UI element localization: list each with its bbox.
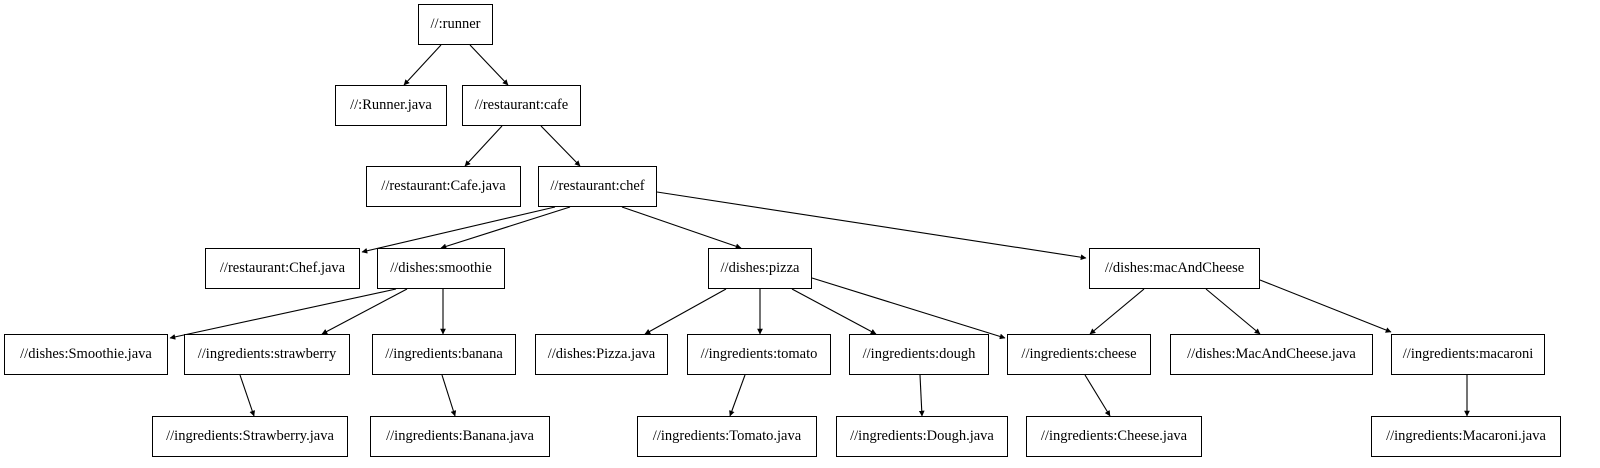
graph-node-dishes_pizza[interactable]: //dishes:pizza bbox=[708, 248, 812, 289]
graph-node-label: //restaurant:Cafe.java bbox=[381, 178, 506, 195]
graph-node-macaroni_java[interactable]: //ingredients:Macaroni.java bbox=[1371, 416, 1561, 457]
graph-edge-restaurant_chef-to-dishes_pizza bbox=[621, 206, 742, 249]
graph-edge-dishes_pizza-to-ing_cheese bbox=[811, 277, 1006, 340]
graph-edge-runner-to-restaurant_cafe bbox=[469, 44, 509, 86]
graph-node-label: //ingredients:banana bbox=[385, 346, 503, 363]
graph-node-label: //ingredients:Strawberry.java bbox=[166, 428, 334, 445]
graph-edge-ing_cheese-to-cheese_java bbox=[1084, 374, 1111, 417]
graph-node-dough_java[interactable]: //ingredients:Dough.java bbox=[836, 416, 1008, 457]
graph-node-banana_java[interactable]: //ingredients:Banana.java bbox=[370, 416, 550, 457]
graph-node-label: //restaurant:chef bbox=[550, 178, 645, 195]
graph-node-label: //dishes:Smoothie.java bbox=[20, 346, 152, 363]
graph-node-runner_java[interactable]: //:Runner.java bbox=[335, 85, 447, 126]
graph-edge-ing_dough-to-dough_java bbox=[918, 374, 925, 417]
graph-node-label: //:runner bbox=[430, 16, 481, 33]
graph-node-label: //restaurant:Chef.java bbox=[219, 260, 346, 277]
graph-edge-restaurant_chef-to-dishes_smoothie bbox=[440, 206, 571, 250]
graph-node-label: //ingredients:Macaroni.java bbox=[1386, 428, 1546, 445]
graph-node-label: //ingredients:cheese bbox=[1021, 346, 1137, 363]
graph-node-tomato_java[interactable]: //ingredients:Tomato.java bbox=[637, 416, 817, 457]
graph-node-label: //ingredients:Banana.java bbox=[386, 428, 534, 445]
graph-node-label: //ingredients:Cheese.java bbox=[1040, 428, 1188, 445]
graph-node-label: //dishes:macAndCheese bbox=[1104, 260, 1245, 277]
graph-node-label: //ingredients:macaroni bbox=[1402, 346, 1534, 363]
graph-node-ing_tomato[interactable]: //ingredients:tomato bbox=[687, 334, 831, 375]
graph-node-pizza_java[interactable]: //dishes:Pizza.java bbox=[535, 334, 668, 375]
graph-edge-restaurant_cafe-to-restaurant_chef bbox=[540, 125, 581, 167]
graph-node-ing_cheese[interactable]: //ingredients:cheese bbox=[1007, 334, 1151, 375]
graph-node-label: //dishes:pizza bbox=[720, 260, 800, 277]
graph-node-label: //:Runner.java bbox=[350, 97, 432, 114]
graph-node-label: //ingredients:dough bbox=[862, 346, 976, 363]
graph-node-label: //dishes:smoothie bbox=[390, 260, 492, 277]
graph-node-strawberry_java[interactable]: //ingredients:Strawberry.java bbox=[152, 416, 348, 457]
graph-edge-restaurant_chef-to-chef_java bbox=[361, 206, 556, 254]
graph-node-restaurant_chef[interactable]: //restaurant:chef bbox=[538, 166, 657, 207]
graph-edge-ing_tomato-to-tomato_java bbox=[729, 374, 746, 417]
graph-edge-dishes_smoothie-to-smoothie_java bbox=[169, 288, 397, 340]
graph-node-restaurant_cafe[interactable]: //restaurant:cafe bbox=[462, 85, 581, 126]
graph-edge-dishes_macandchs-to-ing_cheese bbox=[1089, 288, 1145, 335]
graph-edge-dishes_macandchs-to-ing_macaroni bbox=[1259, 279, 1392, 333]
graph-node-cheese_java[interactable]: //ingredients:Cheese.java bbox=[1026, 416, 1202, 457]
graph-node-label: //dishes:Pizza.java bbox=[547, 346, 656, 363]
graph-node-chef_java[interactable]: //restaurant:Chef.java bbox=[205, 248, 360, 289]
graph-edge-ing_strawberry-to-strawberry_java bbox=[239, 374, 256, 417]
graph-node-label: //restaurant:cafe bbox=[474, 97, 569, 114]
graph-node-runner[interactable]: //:runner bbox=[418, 4, 493, 45]
graph-node-label: //ingredients:strawberry bbox=[197, 346, 337, 363]
graph-edge-runner-to-runner_java bbox=[403, 44, 442, 86]
graph-edge-ing_banana-to-banana_java bbox=[441, 374, 457, 417]
graph-node-label: //dishes:MacAndCheese.java bbox=[1187, 346, 1356, 363]
graph-node-macandcheese_java[interactable]: //dishes:MacAndCheese.java bbox=[1170, 334, 1373, 375]
graph-node-dishes_smoothie[interactable]: //dishes:smoothie bbox=[377, 248, 505, 289]
graph-node-ing_strawberry[interactable]: //ingredients:strawberry bbox=[184, 334, 350, 375]
graph-edge-restaurant_cafe-to-cafe_java bbox=[464, 125, 503, 167]
graph-edge-dishes_smoothie-to-ing_strawberry bbox=[321, 288, 408, 335]
graph-node-dishes_macandchs[interactable]: //dishes:macAndCheese bbox=[1089, 248, 1260, 289]
graph-edge-dishes_pizza-to-ing_dough bbox=[791, 288, 877, 335]
graph-node-smoothie_java[interactable]: //dishes:Smoothie.java bbox=[4, 334, 168, 375]
graph-node-cafe_java[interactable]: //restaurant:Cafe.java bbox=[366, 166, 521, 207]
graph-node-ing_macaroni[interactable]: //ingredients:macaroni bbox=[1391, 334, 1545, 375]
graph-node-label: //ingredients:Tomato.java bbox=[652, 428, 802, 445]
graph-edge-dishes_macandchs-to-macandcheese_java bbox=[1205, 288, 1261, 335]
graph-node-label: //ingredients:Dough.java bbox=[850, 428, 994, 445]
graph-node-ing_banana[interactable]: //ingredients:banana bbox=[372, 334, 516, 375]
graph-node-label: //ingredients:tomato bbox=[700, 346, 818, 363]
graph-edge-dishes_pizza-to-pizza_java bbox=[644, 288, 727, 335]
graph-node-ing_dough[interactable]: //ingredients:dough bbox=[849, 334, 989, 375]
